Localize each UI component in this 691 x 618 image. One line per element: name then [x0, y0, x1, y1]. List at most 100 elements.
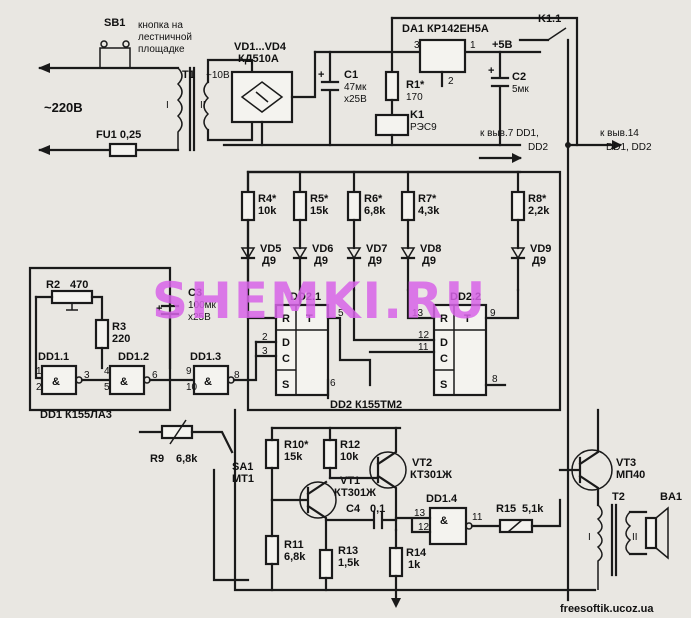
svg-text:+: + [318, 69, 324, 81]
svg-text:R11: R11 [284, 539, 304, 551]
svg-text:КТ301Ж: КТ301Ж [334, 487, 376, 499]
svg-text:SA1: SA1 [232, 461, 253, 473]
svg-text:VT2: VT2 [412, 457, 432, 469]
flipflop-dd2-1: R T D C S DD2.1 5 2 3 6 [246, 288, 372, 400]
svg-text:D: D [282, 337, 290, 349]
svg-text:VT3: VT3 [616, 457, 636, 469]
t1-winding-ii: II [200, 100, 206, 111]
svg-text:КТ301Ж: КТ301Ж [410, 469, 452, 481]
svg-text:C: C [282, 353, 290, 365]
svg-text:+: + [156, 303, 162, 315]
svg-text:VD9: VD9 [530, 243, 551, 255]
c2-value: 5мк [512, 84, 529, 95]
svg-text:Д9: Д9 [262, 255, 276, 267]
svg-text:R6*: R6* [364, 193, 383, 205]
svg-text:МТ1: МТ1 [232, 473, 254, 485]
svg-text:6,8k: 6,8k [284, 551, 306, 563]
svg-text:6: 6 [152, 370, 158, 381]
k1-ref: K1 [410, 109, 424, 121]
out-pin7-1: к выв.7 DD1, [480, 128, 539, 139]
svg-text:R4*: R4* [258, 193, 277, 205]
output-labels: к выв.7 DD1, DD2 к выв.14 DD1, DD2 [478, 128, 652, 163]
svg-text:5: 5 [338, 308, 344, 319]
k1-contact: K1.1 [538, 13, 561, 25]
svg-text:C3: C3 [188, 287, 202, 299]
svg-text:Д9: Д9 [422, 255, 436, 267]
svg-text:Д9: Д9 [314, 255, 328, 267]
svg-text:15k: 15k [310, 205, 329, 217]
svg-text:12: 12 [418, 522, 430, 533]
svg-text:VD7: VD7 [366, 243, 387, 255]
svg-text:C4: C4 [346, 503, 361, 515]
svg-text:10k: 10k [340, 451, 359, 463]
r2-label: R2 [46, 279, 60, 291]
c1-value: 47мк [344, 82, 367, 93]
svg-text:3: 3 [84, 370, 90, 381]
output-transformer: T2 I II BA1 [588, 491, 682, 590]
svg-text:R: R [282, 313, 290, 325]
svg-text:2: 2 [448, 76, 454, 87]
svg-text:I: I [588, 532, 591, 543]
sb1-note-3: площадке [138, 44, 185, 55]
svg-text:5,1k: 5,1k [522, 503, 544, 515]
amplifier: R10* 15k R12 10k VT1 КТ301Ж VT2 КТ301Ж C… [264, 408, 645, 608]
svg-text:&: & [440, 515, 448, 527]
svg-text:DD1.1: DD1.1 [38, 351, 69, 363]
svg-text:2: 2 [262, 332, 268, 343]
flipflop-dd2-2: R T D C S DD2.2 13 9 12 11 8 DD2 К155ТМ2 [330, 288, 520, 411]
svg-text:DD1.2: DD1.2 [118, 351, 149, 363]
svg-text:9: 9 [490, 308, 496, 319]
svg-text:1: 1 [470, 40, 476, 51]
svg-text:6,8k: 6,8k [176, 453, 198, 465]
svg-text:&: & [204, 376, 212, 388]
svg-text:R15: R15 [496, 503, 516, 515]
svg-text:R: R [440, 313, 448, 325]
svg-text:13: 13 [414, 508, 426, 519]
r2-value: 470 [70, 279, 88, 291]
dd1-label: DD1 К155ЛА3 [40, 409, 112, 421]
r1-value: 170 [406, 92, 423, 103]
svg-text:9: 9 [186, 366, 192, 377]
svg-text:6,8k: 6,8k [364, 205, 386, 217]
svg-text:VD6: VD6 [312, 243, 333, 255]
svg-text:х25В: х25В [188, 312, 211, 323]
svg-text:11: 11 [418, 342, 429, 353]
svg-text:R5*: R5* [310, 193, 329, 205]
k1-type: РЭС9 [410, 122, 437, 133]
r1-ref: R1* [406, 79, 425, 91]
ladder-branch-2 [292, 170, 308, 292]
supply-filter: + C1 47мк х25В R1* 170 K1 РЭС9 [318, 16, 437, 147]
regulator-ref: DA1 КР142ЕН5А [402, 23, 489, 35]
svg-text:R10*: R10* [284, 439, 309, 451]
svg-text:4,3k: 4,3k [418, 205, 440, 217]
c1-ref: C1 [344, 69, 358, 81]
svg-text:VD5: VD5 [260, 243, 281, 255]
svg-text:6: 6 [330, 378, 336, 389]
svg-text:2,2k: 2,2k [528, 205, 550, 217]
sb1-note-2: лестничной [138, 32, 192, 43]
bridge-ref: VD1...VD4 [234, 41, 287, 53]
main-wiring [28, 16, 622, 602]
generator-logic: R2 470 R3 220 + C3 100мк х25В & DD1.1 1 … [34, 279, 258, 421]
ladder-branch-4 [400, 170, 416, 292]
out-pin14-1: к выв.14 [600, 128, 639, 139]
svg-text:3: 3 [414, 40, 420, 51]
diode-bridge: VD1...VD4 КД510А [230, 41, 317, 147]
svg-text:R12: R12 [340, 439, 360, 451]
svg-text:T: T [306, 313, 313, 325]
svg-text:R13: R13 [338, 545, 358, 557]
svg-text:100мк: 100мк [188, 300, 217, 311]
t1-ref: T1 [182, 69, 195, 81]
svg-text:0,1: 0,1 [370, 503, 385, 515]
svg-text:3: 3 [262, 346, 268, 357]
svg-text:10k: 10k [258, 205, 277, 217]
sensor-switch: R9 6,8k SA1 МТ1 [138, 419, 254, 582]
resistor-ladder: R4* 10k R5* 15k R6* 6,8k R7* 4,3k R8* 2,… [240, 170, 551, 292]
sb1-note-1: кнопка на [138, 20, 183, 31]
svg-text:Д9: Д9 [368, 255, 382, 267]
svg-text:D: D [440, 337, 448, 349]
sb1-ref: SB1 [104, 17, 125, 29]
svg-text:220: 220 [112, 333, 130, 345]
svg-text:R7*: R7* [418, 193, 437, 205]
